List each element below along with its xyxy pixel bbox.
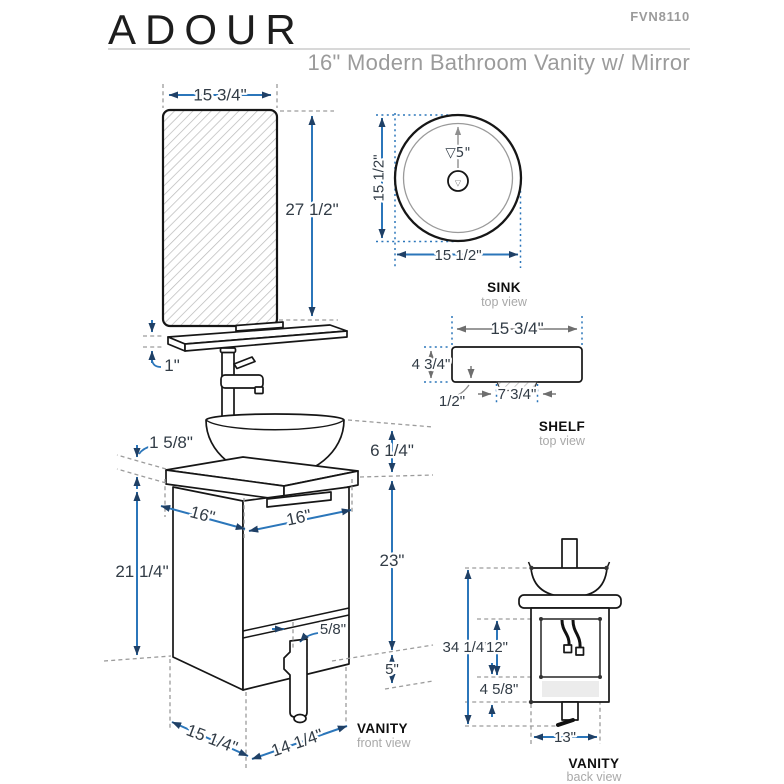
vanity-back-label: VANITY <box>569 756 620 771</box>
vanity-front-view: 1 5/8" 6 1/4" 16" 16" 23" 21 1/4" 5/8" 5… <box>103 347 434 770</box>
sink-inner-rim <box>402 122 514 234</box>
back-lower-height-dim: 4 5/8" <box>480 681 519 698</box>
back-bowl <box>530 567 608 598</box>
back-counter <box>518 594 622 609</box>
shelf-bracket <box>235 321 284 332</box>
floor-depth-dim-line <box>171 721 249 757</box>
side-depth-dim-line <box>160 504 246 531</box>
back-lower-panel <box>542 681 599 697</box>
shelf-sublabel: top view <box>539 434 586 448</box>
drain-offset-dim: 5/8" <box>320 621 346 638</box>
drawer-gap-lines <box>242 607 350 639</box>
cabinet-front-panel <box>242 486 350 691</box>
vanity-front-sublabel: front view <box>357 736 411 750</box>
shelf-depth-dim: 4 3/4" <box>412 356 451 373</box>
sink-depth-dim: ▽5" <box>445 145 470 161</box>
drain-offset-leader <box>299 632 319 643</box>
faucet-spout <box>220 374 264 389</box>
drain-height-dim: 5" <box>385 661 399 678</box>
model-number: FVN8110 <box>630 9 690 24</box>
wall-shelf-front-view: 1" <box>143 320 348 377</box>
shelf-width-dim: 15 3/4" <box>490 319 543 338</box>
supply-line-right <box>571 619 582 649</box>
front-width-dim-line <box>248 508 352 533</box>
floor-width-dim-line <box>251 725 348 760</box>
sink-height-dim: 15 1/2" <box>371 154 388 201</box>
back-total-height-dim: 34 1/4" <box>442 639 489 656</box>
back-drain-stub <box>561 701 579 721</box>
shelf-front-edge <box>184 330 348 352</box>
counter-thickness-dim: 1 5/8" <box>149 433 193 452</box>
back-opening-height-dim: 12" <box>486 639 508 656</box>
shelf-lip-dim: 1/2" <box>439 393 465 410</box>
back-corner-dots <box>528 565 609 705</box>
faucet-cap <box>219 347 237 354</box>
vessel-height-dim: 6 1/4" <box>370 441 414 460</box>
sink-label: SINK <box>487 280 521 295</box>
sink-width-dim: 15 1/2" <box>434 247 481 264</box>
back-faucet-stem <box>561 538 578 572</box>
floor-width-dim: 14 1/4" <box>269 725 326 760</box>
vanity-back-sublabel: back view <box>567 770 623 784</box>
vanity-back-view: 34 1/4" 12" 4 5/8" 13" VANITY back view <box>440 538 623 784</box>
brand-title: ADOUR <box>108 6 305 53</box>
sink-sublabel: top view <box>481 295 528 309</box>
mirror-front-view: 15 3/4" 27 1/2" <box>161 83 341 328</box>
mirror-extension-lines <box>162 84 338 321</box>
shelf-thickness-leader <box>151 359 162 368</box>
faucet-handle <box>233 356 256 370</box>
supply-line-left <box>560 619 571 647</box>
shelf-plan-bracket <box>496 381 538 392</box>
bracket-width-dim: 7 3/4" <box>498 386 537 403</box>
floor-depth-dim: 15 1/4" <box>184 720 241 757</box>
door-handle <box>266 491 332 508</box>
vanity-front-label: VANITY <box>357 721 408 736</box>
shelf-thickness-leader <box>457 384 470 396</box>
side-height-dim: 21 1/4" <box>115 562 168 581</box>
shelf-thickness-dim: 1" <box>164 356 180 375</box>
shelf-top-view: 15 3/4" 4 3/4" 1/2" 7 3/4" SHELF top vie… <box>409 316 586 448</box>
drain-pipe-foot <box>293 713 307 724</box>
counter-thickness-leader <box>138 445 153 455</box>
supply-valve-right <box>575 646 585 656</box>
shelf-top-extension-lines <box>424 316 583 403</box>
shelf-extension-lines <box>143 335 164 348</box>
shelf-label: SHELF <box>539 419 585 434</box>
back-base-width-dim: 13" <box>554 729 576 746</box>
back-drain-fitting <box>556 718 575 727</box>
faucet-outlet <box>254 386 264 395</box>
product-subtitle: 16" Modern Bathroom Vanity w/ Mirror <box>307 50 690 75</box>
supply-valve-left <box>563 644 573 654</box>
mirror-width-dim: 15 3/4" <box>193 86 246 105</box>
sink-drain <box>447 170 469 192</box>
sink-extension-lines <box>376 113 522 268</box>
sink-drain-glyph: ▽ <box>455 179 462 188</box>
header: ADOUR FVN8110 16" Modern Bathroom Vanity… <box>108 6 690 75</box>
mirror-height-dim: 27 1/2" <box>285 200 338 219</box>
sink-top-view: ▽ ▽5" 15 1/2" 15 1/2" SINK top view <box>368 113 528 309</box>
vessel-sink-rim <box>205 419 345 431</box>
cabinet-height-dim: 23" <box>380 551 405 570</box>
mirror-glass <box>161 108 279 328</box>
